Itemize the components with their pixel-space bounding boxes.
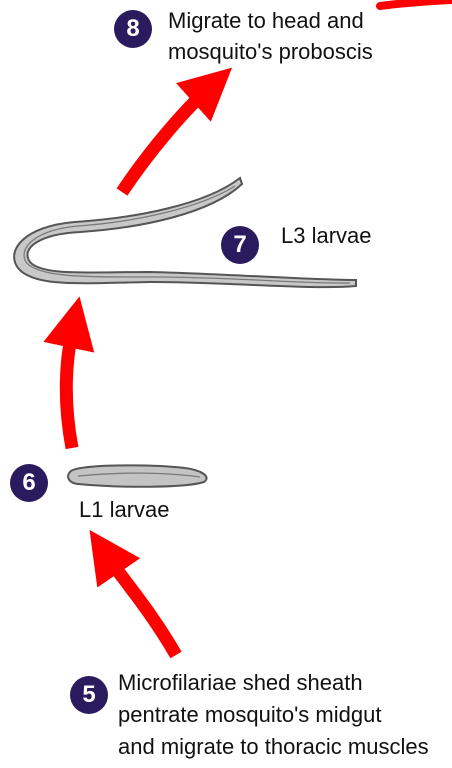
step-5-badge: 5 bbox=[70, 676, 108, 714]
top-edge-arrow-icon bbox=[376, 0, 452, 10]
step-6-label: L1 larvae bbox=[79, 497, 170, 522]
step-5-label-line-3: and migrate to thoracic muscles bbox=[118, 734, 429, 759]
step-7-label: L3 larvae bbox=[281, 223, 372, 248]
l1-larva-icon bbox=[67, 464, 208, 488]
step-8-label-line-1: Migrate to head and bbox=[168, 8, 364, 33]
arrow-to-step-6-icon bbox=[89, 529, 182, 659]
arrow-to-step-7-icon bbox=[43, 296, 95, 450]
step-8-label-line-2: mosquito's proboscis bbox=[168, 39, 373, 64]
step-5-label-line-1: Microfilariae shed sheath bbox=[118, 670, 363, 695]
l3-larva-icon bbox=[13, 176, 357, 289]
step-5-label-line-2: pentrate mosquito's midgut bbox=[118, 702, 382, 727]
step-8-badge: 8 bbox=[114, 10, 152, 48]
step-7-badge: 7 bbox=[221, 226, 259, 264]
arrow-to-step-8-icon bbox=[116, 67, 233, 196]
step-6-badge: 6 bbox=[10, 464, 48, 502]
